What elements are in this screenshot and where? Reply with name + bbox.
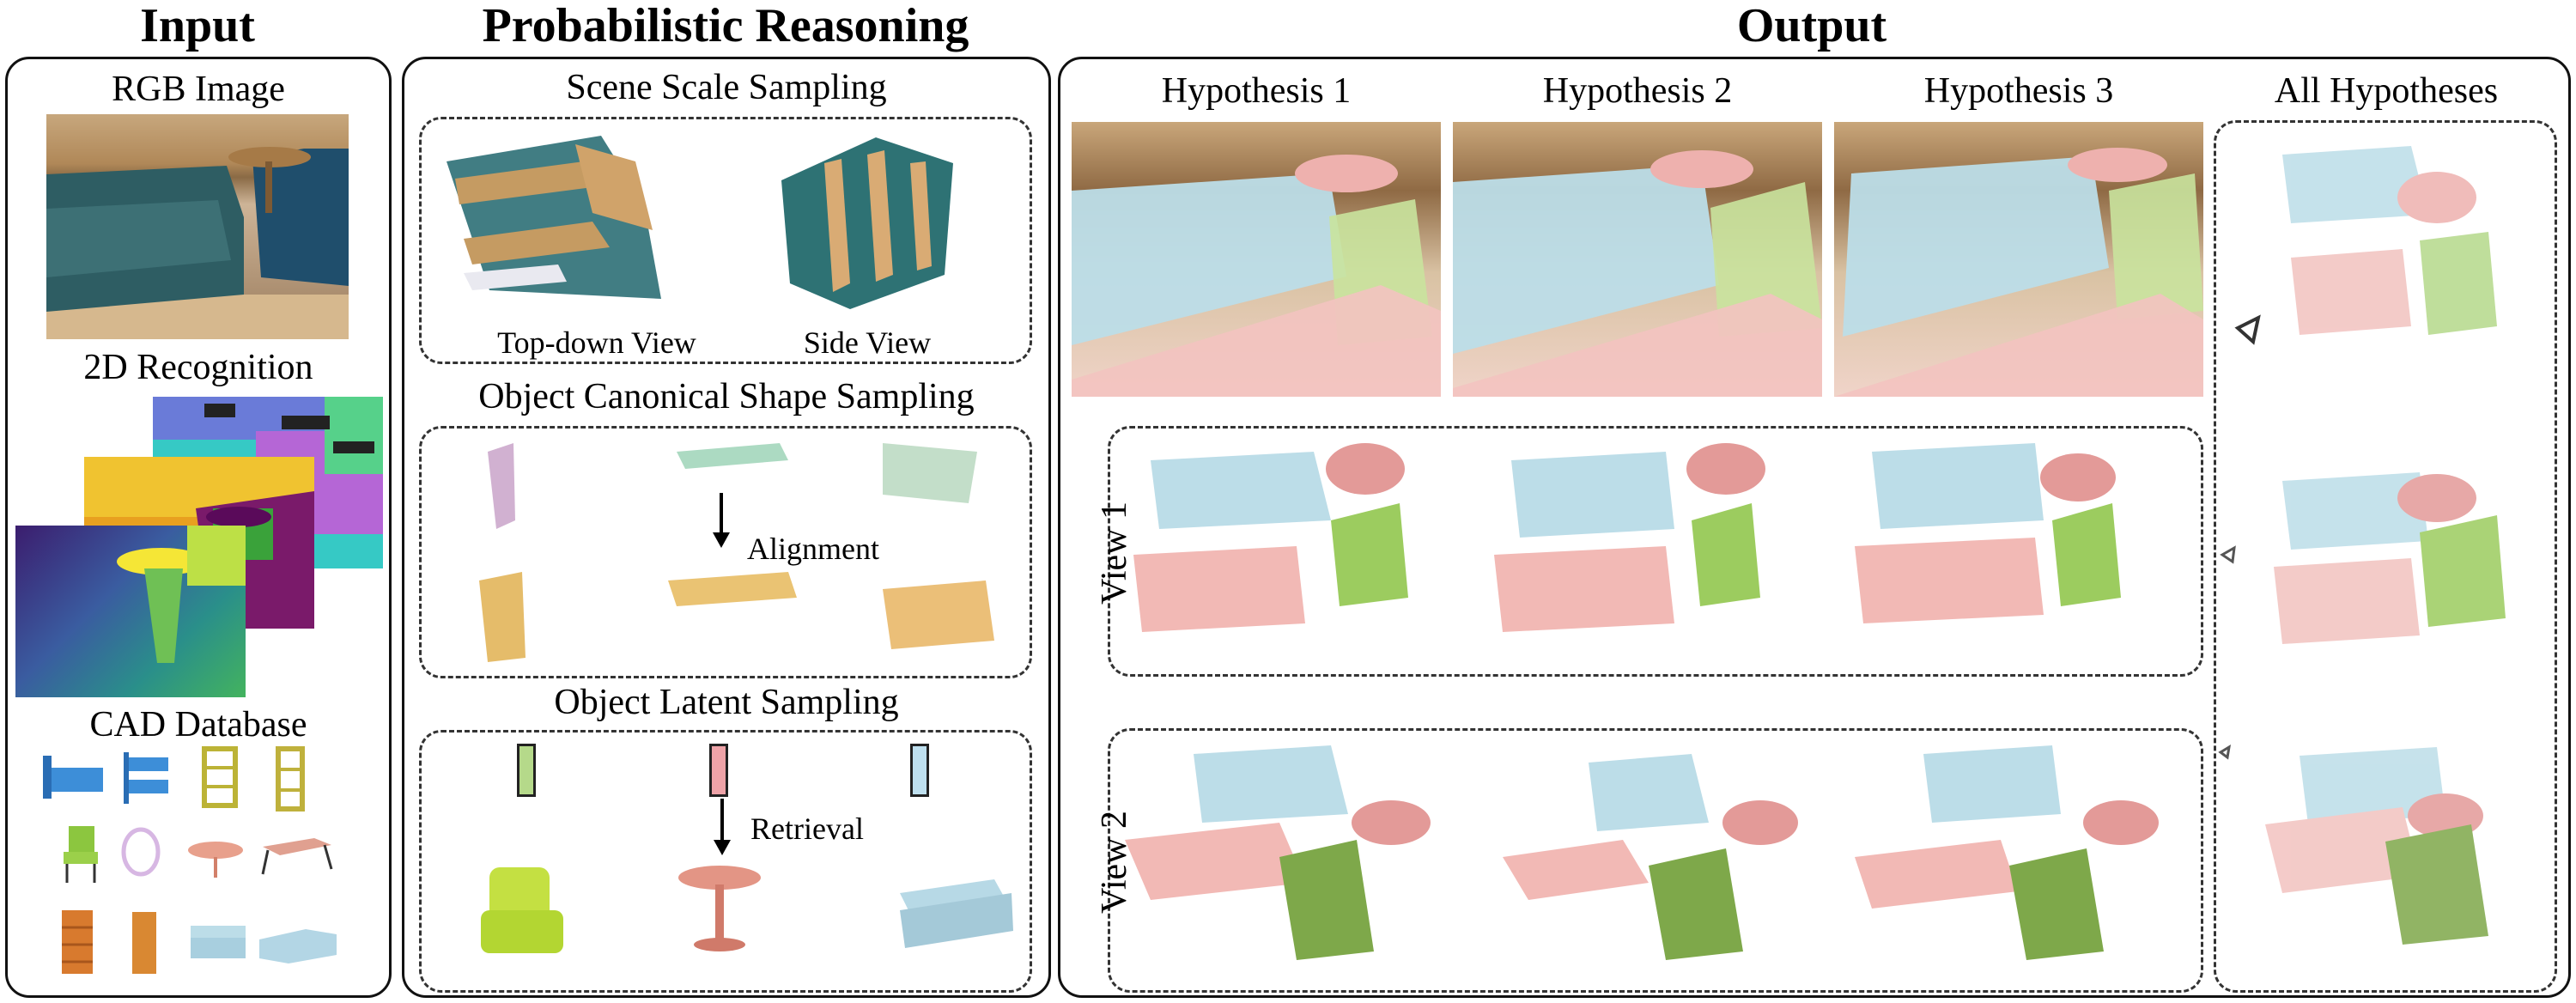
recognition-label: 2D Recognition [83, 348, 313, 387]
cad-bunkbed-icon [124, 752, 168, 804]
cad-cabinet-icon [132, 912, 156, 974]
topdown-point-cloud [447, 136, 661, 299]
depth-map [15, 526, 246, 697]
scale-sampling-box [419, 117, 1032, 364]
hypothesis-1-render [1072, 122, 1441, 397]
cad-chair-green-icon [64, 826, 98, 883]
view1-hypothesis-3 [1855, 443, 2121, 623]
latent-code-pink [709, 744, 728, 797]
retrieval-arrow-icon [714, 840, 731, 855]
view2-hypothesis-1 [1125, 745, 1431, 960]
retrieved-armchair-icon [481, 867, 563, 953]
view2-hypothesis-3 [1855, 745, 2159, 960]
canonical-chair-cloud [488, 443, 515, 529]
canonical-shape-title: Object Canonical Shape Sampling [478, 377, 975, 416]
all-hypotheses-label: All Hypotheses [2274, 71, 2499, 111]
camera-frustum-icon-1 [2234, 314, 2261, 345]
latent-sampling-title: Object Latent Sampling [554, 683, 899, 722]
aligned-sofa-cloud [883, 581, 994, 649]
canonical-shape-box [419, 426, 1032, 678]
alignment-arrow-icon [713, 532, 730, 548]
latent-code-blue [910, 744, 929, 797]
hypothesis-2-render [1453, 122, 1822, 397]
side-view-label: Side View [803, 325, 932, 360]
reasoning-header: Probabilistic Reasoning [482, 0, 969, 52]
view1-hypothesis-2 [1494, 443, 1765, 632]
cad-chair-clear-icon [121, 827, 161, 877]
cad-sectional-icon [259, 929, 337, 963]
view-1-scenes [1133, 443, 2121, 632]
alignment-label: Alignment [747, 532, 879, 566]
retrieval-arrow [714, 799, 731, 855]
view-2-scenes [1125, 745, 2159, 960]
input-header: Input [140, 0, 255, 52]
cad-database-grid [43, 746, 337, 974]
canonical-table-cloud [677, 443, 788, 469]
cad-rect-table-icon [261, 838, 333, 875]
view-2-box [1108, 728, 2203, 993]
cad-shelf-yellow-icon [202, 746, 238, 808]
rgb-image [46, 114, 349, 339]
camera-frustum-icon-2 [2220, 545, 2236, 564]
cad-shelf-tall-icon [276, 746, 305, 812]
output-panel [1058, 57, 2571, 998]
cad-database-label: CAD Database [89, 705, 307, 745]
view2-hypothesis-2 [1503, 754, 1798, 960]
canonical-sofa-cloud [883, 443, 977, 503]
all-hypotheses-overlays [2218, 146, 2506, 945]
aligned-table-cloud [668, 572, 797, 606]
rgb-image-label: RGB Image [112, 70, 285, 109]
output-header: Output [1736, 0, 1887, 52]
cad-bed-icon [43, 756, 103, 799]
hypothesis-3-label: Hypothesis 3 [1923, 71, 2114, 111]
view-1-box [1108, 426, 2203, 677]
overlay-view-1 [2274, 472, 2506, 644]
retrieved-sofa-icon [900, 879, 1013, 948]
topdown-view-label: Top-down View [497, 325, 696, 360]
reasoning-panel [402, 57, 1051, 998]
latent-code-green [517, 744, 536, 797]
hypothesis-2-label: Hypothesis 2 [1542, 71, 1733, 111]
side-point-cloud [781, 137, 953, 309]
view1-hypothesis-1 [1133, 443, 1408, 632]
cad-sofa-icon [191, 926, 246, 958]
overlay-view-2 [2265, 747, 2488, 945]
retrieval-label: Retrieval [750, 812, 864, 846]
camera-frustum-icon-3 [2218, 745, 2232, 760]
retrieved-models [481, 866, 1013, 953]
latent-sampling-box [419, 730, 1032, 993]
scale-sampling-title: Scene Scale Sampling [566, 68, 887, 107]
input-panel [5, 57, 392, 998]
hypothesis-3-render [1834, 122, 2203, 397]
cad-round-table-icon [188, 842, 243, 878]
cad-dresser-icon [62, 910, 93, 974]
retrieved-round-table-icon [678, 866, 761, 951]
aligned-chair-cloud [479, 572, 526, 662]
shape-samples [479, 443, 994, 662]
hypothesis-1-label: Hypothesis 1 [1161, 71, 1352, 111]
all-hypotheses-box [2214, 120, 2557, 993]
overlay-input-view [2282, 146, 2497, 335]
